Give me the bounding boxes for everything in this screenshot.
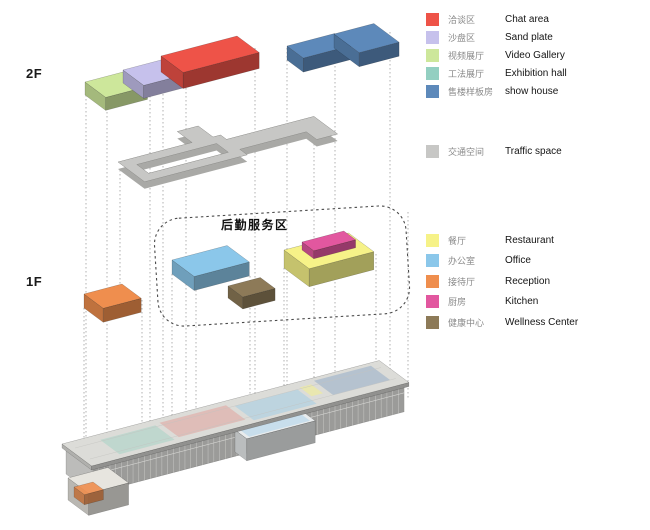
service-zone-outline xyxy=(153,205,411,327)
legend-label-en: Reception xyxy=(505,275,551,287)
legend-label-en: Office xyxy=(505,255,531,267)
block-wellness-center-1f xyxy=(227,277,276,310)
legend-label-en: Traffic space xyxy=(505,145,562,157)
legend-label-en: Wellness Center xyxy=(505,316,579,328)
legend-item-exhibition-hall: 工法展厅 Exhibition hall xyxy=(426,64,648,82)
legend-item-sand-plate: 沙盘区 Sand plate xyxy=(426,28,648,46)
block-office-1f xyxy=(171,245,250,291)
legend-item-show-house: 售楼样板房 show house xyxy=(426,82,648,100)
legend-label-zh: 接待厅 xyxy=(448,276,476,287)
legend-swatch-traffic-space xyxy=(426,144,439,158)
legend-swatch-exhibition-hall xyxy=(426,66,439,80)
legend-label-zh: 视频展厅 xyxy=(448,50,485,61)
legend-label-en: Exhibition hall xyxy=(505,67,567,79)
legend-group-second-floor: 洽谈区 Chat area 沙盘区 Sand plate 视频展厅 Video … xyxy=(426,10,648,100)
legend-item-office: 办公室 Office xyxy=(426,251,648,272)
block-kitchen-1f xyxy=(301,230,357,260)
legend-item-traffic-space: 交通空间 Traffic space xyxy=(426,142,648,160)
legend-swatch-show-house xyxy=(426,84,439,98)
legend-item-video-gallery: 视频展厅 Video Gallery xyxy=(426,46,648,64)
block-show-house-2f xyxy=(333,23,400,68)
legend: 洽谈区 Chat area 沙盘区 Sand plate 视频展厅 Video … xyxy=(426,6,648,346)
service-zone-label: 后勤服务区 xyxy=(221,218,289,232)
legend-item-chat-area: 洽谈区 Chat area xyxy=(426,10,648,28)
block-chat-area-2f xyxy=(160,35,260,89)
floor-1f-blocks xyxy=(83,230,375,323)
building-annex-accent xyxy=(73,481,104,506)
legend-swatch-office xyxy=(426,254,439,268)
projection-lines xyxy=(83,32,409,458)
legend-label-zh: 售楼样板房 xyxy=(448,86,494,97)
traffic-slab xyxy=(117,116,339,189)
legend-item-reception: 接待厅 Reception xyxy=(426,271,648,292)
legend-item-restaurant: 餐厅 Restaurant xyxy=(426,230,648,251)
legend-group-first-floor: 餐厅 Restaurant 办公室 Office 接待厅 Reception 厨… xyxy=(426,230,648,333)
legend-label-en: Sand plate xyxy=(505,31,553,43)
legend-swatch-restaurant xyxy=(426,233,439,247)
legend-label-zh: 沙盘区 xyxy=(448,32,476,43)
legend-label-zh: 餐厅 xyxy=(448,235,467,246)
block-reception-1f xyxy=(83,283,142,323)
legend-group-circulation: 交通空间 Traffic space xyxy=(426,142,648,160)
legend-label-zh: 交通空间 xyxy=(448,146,485,157)
legend-label-zh: 厨房 xyxy=(448,297,467,308)
legend-swatch-chat-area xyxy=(426,12,439,26)
building-front-extension xyxy=(234,411,316,462)
legend-label-en: Kitchen xyxy=(505,296,539,308)
legend-item-wellness-center: 健康中心 Wellness Center xyxy=(426,312,648,333)
legend-swatch-video-gallery xyxy=(426,48,439,62)
legend-label-en: Video Gallery xyxy=(505,49,565,61)
building-render xyxy=(61,360,410,516)
legend-label-zh: 健康中心 xyxy=(448,317,485,328)
legend-swatch-sand-plate xyxy=(426,30,439,44)
legend-label-en: Restaurant xyxy=(505,234,554,246)
legend-label-zh: 工法展厅 xyxy=(448,68,485,79)
building-roof xyxy=(61,360,410,471)
legend-label-en: Chat area xyxy=(505,13,549,25)
floor-2f-blocks xyxy=(84,23,400,111)
legend-swatch-reception xyxy=(426,274,439,288)
legend-label-zh: 办公室 xyxy=(448,256,476,267)
legend-item-kitchen: 厨房 Kitchen xyxy=(426,292,648,313)
legend-label-zh: 洽谈区 xyxy=(448,14,476,25)
legend-label-en: show house xyxy=(505,85,559,97)
legend-swatch-wellness-center xyxy=(426,315,439,329)
floor-label-1f: 1F xyxy=(26,274,43,289)
floor-label-2f: 2F xyxy=(26,66,43,81)
legend-swatch-kitchen xyxy=(426,295,439,309)
